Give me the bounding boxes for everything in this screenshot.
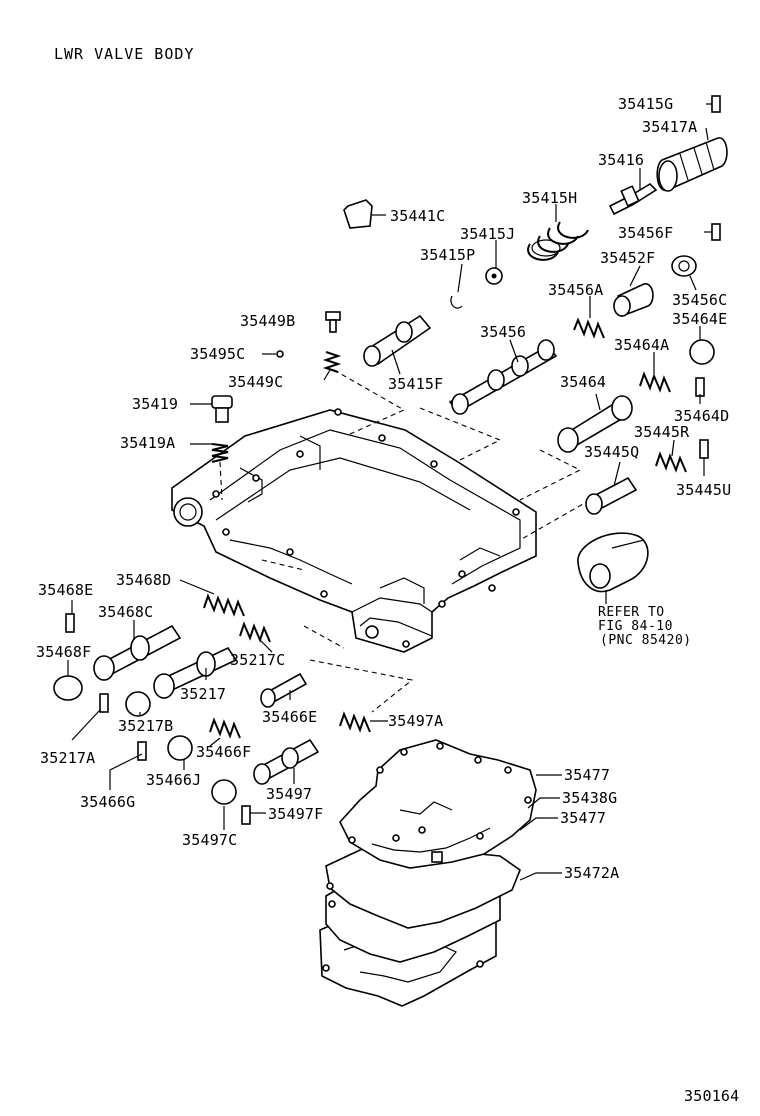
figure-number: 350164 bbox=[684, 1087, 740, 1105]
label-35445Q: 35445Q bbox=[584, 443, 640, 461]
part-35468C bbox=[93, 624, 182, 681]
label-35456: 35456 bbox=[480, 323, 527, 341]
label-35464D: 35464D bbox=[674, 407, 730, 425]
label-35466E: 35466E bbox=[262, 708, 318, 726]
part-35468D bbox=[203, 593, 245, 617]
label-35468D: 35468D bbox=[116, 571, 172, 589]
label-35456F: 35456F bbox=[618, 224, 674, 242]
label-35452F: 35452F bbox=[600, 249, 656, 267]
label-35449B: 35449B bbox=[240, 312, 296, 330]
part-35415H bbox=[527, 221, 589, 261]
part-35419A bbox=[211, 443, 229, 463]
label-35468C: 35468C bbox=[98, 603, 154, 621]
label-35445U: 35445U bbox=[676, 481, 732, 499]
part-35497A bbox=[339, 711, 371, 733]
assembly-dashed-lines bbox=[219, 369, 591, 713]
part-35468F bbox=[53, 675, 83, 701]
label-35441C: 35441C bbox=[390, 207, 446, 225]
part-35452F bbox=[613, 283, 654, 318]
label-35497A: 35497A bbox=[388, 712, 444, 730]
part-35468E bbox=[65, 613, 75, 633]
part-35456 bbox=[448, 339, 558, 415]
part-35415P bbox=[450, 295, 463, 309]
part-35217B bbox=[125, 691, 151, 717]
label-35415J: 35415J bbox=[460, 225, 516, 243]
label-35464A: 35464A bbox=[614, 336, 670, 354]
lower-valve-body bbox=[171, 408, 537, 653]
label-35497C: 35497C bbox=[182, 831, 238, 849]
label-35217A: 35217A bbox=[40, 749, 96, 767]
part-35449B bbox=[325, 311, 341, 333]
label-35477-upper: 35477 bbox=[564, 766, 611, 784]
label-35438G: 35438G bbox=[562, 789, 618, 807]
part-35445Q bbox=[585, 476, 638, 515]
part-35464 bbox=[557, 395, 633, 453]
part-35497C bbox=[211, 779, 237, 805]
label-35497: 35497 bbox=[266, 785, 313, 803]
label-35472A: 35472A bbox=[564, 864, 620, 882]
label-35466G: 35466G bbox=[80, 793, 136, 811]
part-35419 bbox=[211, 395, 233, 423]
label-35464: 35464 bbox=[560, 373, 607, 391]
part-35464E bbox=[689, 339, 715, 365]
label-35217: 35217 bbox=[180, 685, 227, 703]
part-35456F bbox=[711, 223, 721, 241]
part-35456C bbox=[671, 255, 697, 277]
label-35456C: 35456C bbox=[672, 291, 728, 309]
part-35217C bbox=[239, 621, 271, 643]
part-35466F bbox=[209, 717, 241, 739]
refer-note-line2: FIG 84-10 bbox=[598, 619, 673, 634]
label-35495C: 35495C bbox=[190, 345, 246, 363]
part-35416 bbox=[608, 182, 658, 216]
label-35449C: 35449C bbox=[228, 373, 284, 391]
label-35419A: 35419A bbox=[120, 434, 176, 452]
label-35415G: 35415G bbox=[618, 95, 674, 113]
label-35415H: 35415H bbox=[522, 189, 578, 207]
label-35464E: 35464E bbox=[672, 310, 728, 328]
part-35497 bbox=[253, 738, 320, 785]
part-35466G bbox=[137, 741, 147, 761]
part-35415G bbox=[711, 95, 721, 113]
part-35441C bbox=[343, 199, 373, 229]
label-35445R: 35445R bbox=[634, 423, 690, 441]
part-35445U bbox=[699, 439, 709, 459]
label-35415F: 35415F bbox=[388, 375, 444, 393]
label-35217C: 35217C bbox=[230, 651, 286, 669]
part-35217A bbox=[99, 693, 109, 713]
part-35466E bbox=[260, 672, 308, 708]
label-35419: 35419 bbox=[132, 395, 179, 413]
part-35464D bbox=[695, 377, 705, 397]
part-35456A bbox=[573, 317, 605, 339]
part-35497F bbox=[241, 805, 251, 825]
part-35495C bbox=[276, 350, 284, 358]
refer-note-line3: (PNC 85420) bbox=[600, 633, 692, 648]
label-35466F: 35466F bbox=[196, 743, 252, 761]
part-35417A bbox=[656, 137, 728, 192]
part-35464A bbox=[639, 371, 671, 393]
solenoid-reference-part bbox=[577, 532, 649, 593]
part-35415F bbox=[363, 314, 432, 367]
label-35497F: 35497F bbox=[268, 805, 324, 823]
label-35416: 35416 bbox=[598, 151, 645, 169]
refer-note-line1: REFER TO bbox=[598, 605, 665, 620]
diagram-title: LWR VALVE BODY bbox=[54, 45, 195, 63]
label-35415P: 35415P bbox=[420, 246, 476, 264]
plate-gasket-stack bbox=[319, 739, 537, 1007]
label-35477-lower: 35477 bbox=[560, 809, 607, 827]
part-35445R bbox=[655, 451, 687, 473]
leader-lines bbox=[67, 103, 712, 881]
label-35466J: 35466J bbox=[146, 771, 202, 789]
label-35456A: 35456A bbox=[548, 281, 604, 299]
part-35415J bbox=[485, 267, 503, 285]
label-35217B: 35217B bbox=[118, 717, 174, 735]
label-35468F: 35468F bbox=[36, 643, 92, 661]
label-35417A: 35417A bbox=[642, 118, 698, 136]
part-35466J bbox=[167, 735, 193, 761]
part-35449C bbox=[322, 351, 342, 373]
label-35468E: 35468E bbox=[38, 581, 94, 599]
